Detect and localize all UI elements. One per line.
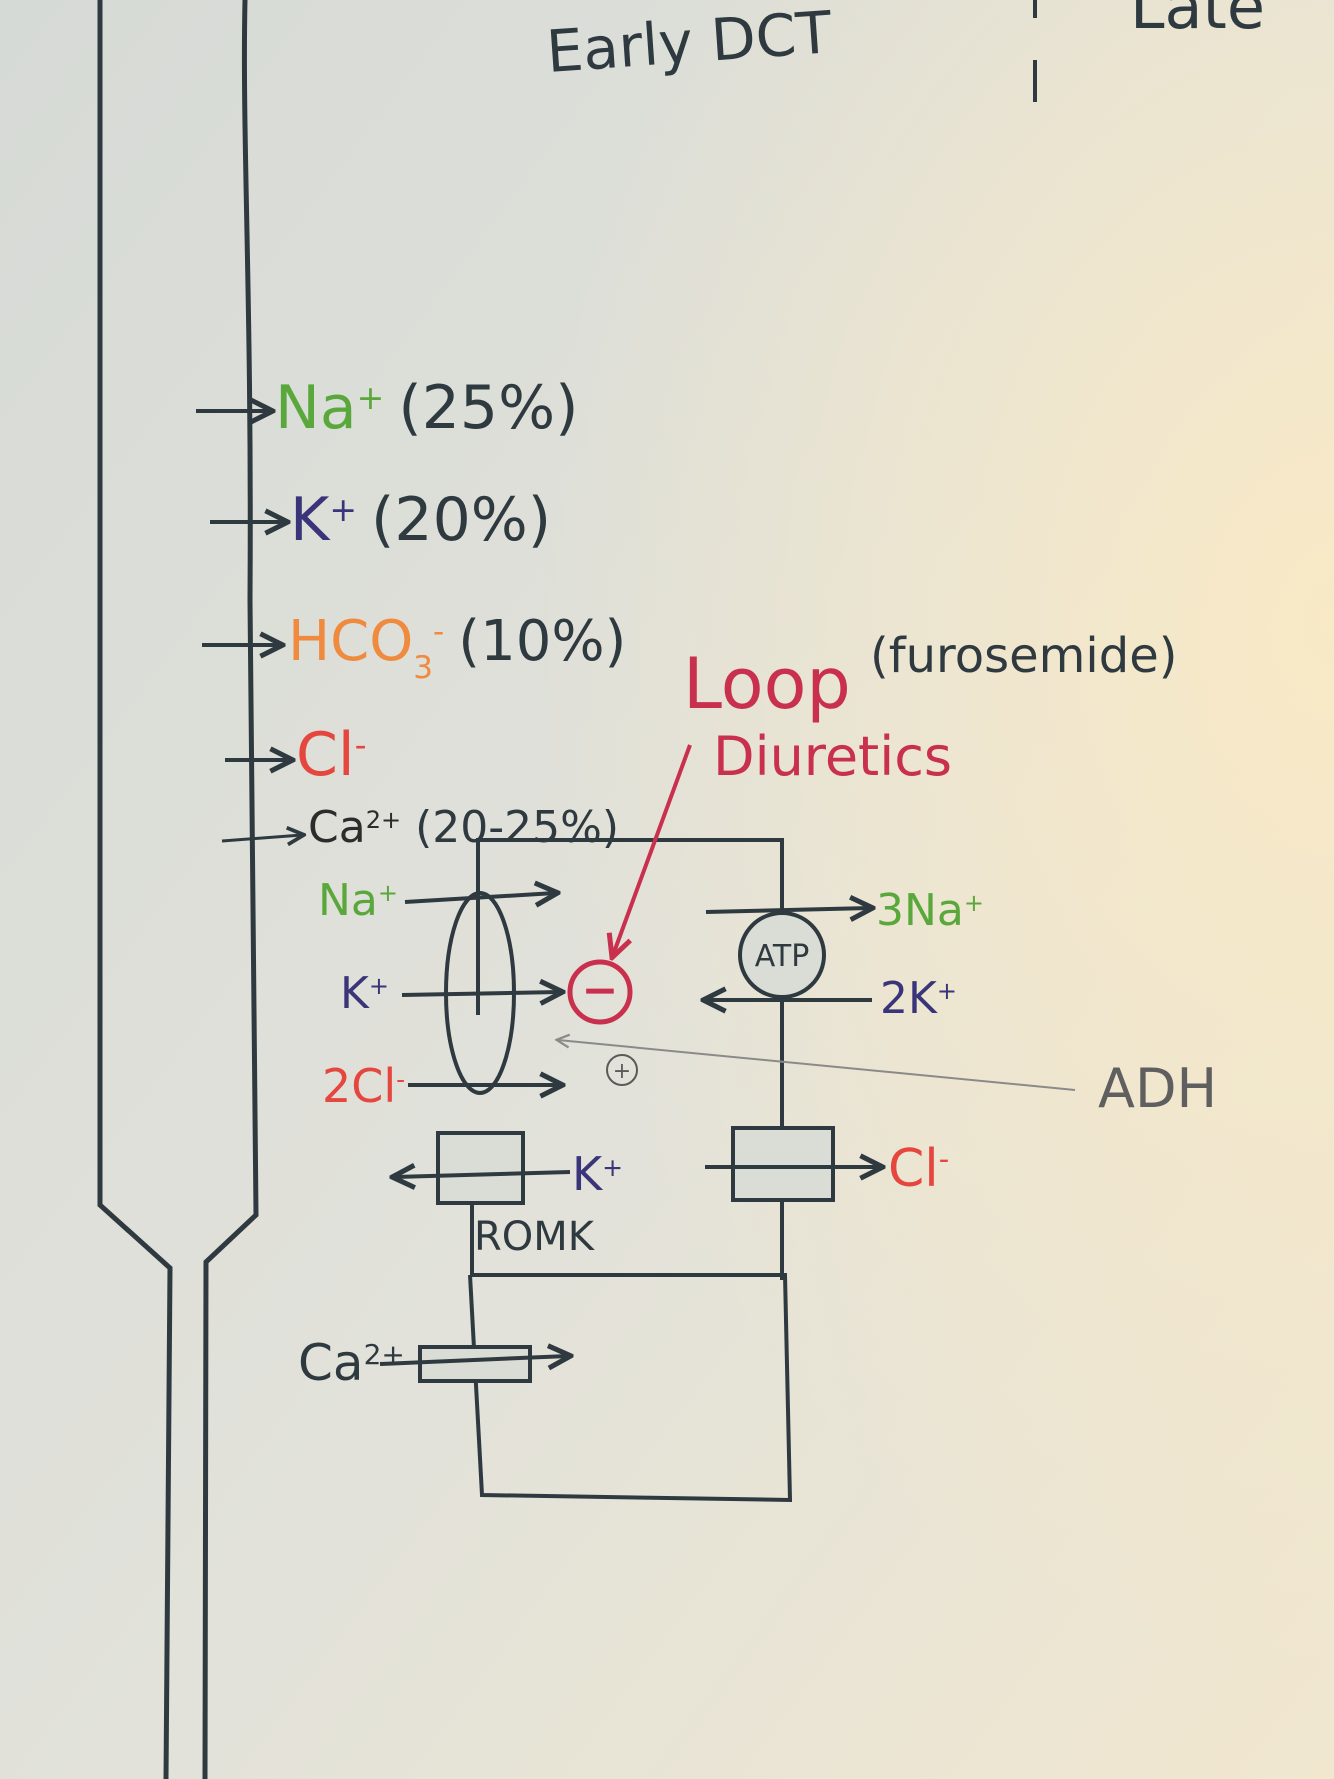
ca-channel-ion-label-part: 2+ xyxy=(364,1338,405,1371)
pump-na-label-part: 3Na xyxy=(876,885,964,936)
drug-name-loop-part: Loop xyxy=(683,643,851,725)
arrow-loop-diuretic-inhibit xyxy=(613,744,692,955)
nkcc-cl-label-part: - xyxy=(396,1065,405,1094)
pump-k-label-part: + xyxy=(937,977,957,1005)
filtrate-label-4-part: (20-25%) xyxy=(415,802,619,853)
ca-channel-ion-label: Ca2+ xyxy=(298,1334,405,1392)
nkcc-na-label-part: Na xyxy=(318,875,378,926)
filtrate-label-1: K+ (20%) xyxy=(290,485,551,555)
arrow-ca-reabsorption xyxy=(221,835,302,841)
ca-channel-ion-label-part: Ca xyxy=(298,1334,364,1392)
filtrate-label-0-part: (25%) xyxy=(398,373,578,443)
filtrate-label-3-part: - xyxy=(355,725,367,764)
drug-name-diuretics-part: Diuretics xyxy=(713,725,952,788)
cl-channel-ion-label: Cl- xyxy=(888,1139,949,1199)
filtrate-label-1-part: + xyxy=(329,490,357,529)
filtrate-reabsorption-list xyxy=(196,411,302,841)
filtrate-label-0-part: + xyxy=(357,378,385,417)
pump-k-label: 2K+ xyxy=(880,973,957,1024)
pump-na-label-part: + xyxy=(964,889,984,917)
drug-example: (furosemide) xyxy=(870,628,1177,684)
atp-label: ATP xyxy=(755,939,810,974)
filtrate-label-2-part: (10%) xyxy=(458,609,626,674)
nkcc-na-label: Na+ xyxy=(318,875,398,926)
romk-channel xyxy=(436,1131,525,1205)
filtrate-label-3-part: Cl xyxy=(296,720,355,790)
ca-channel xyxy=(418,1345,532,1383)
inhibition-site xyxy=(567,959,633,1025)
filtrate-label-1-part: K xyxy=(290,485,331,555)
drug-example-part: (furosemide) xyxy=(870,628,1177,684)
arrow-adh-stimulate xyxy=(558,1040,1076,1091)
header-late: Late xyxy=(1130,0,1265,43)
adh-stimulate-site xyxy=(606,1054,638,1086)
romk-k-label: K+ xyxy=(572,1147,623,1201)
tubule-inner-wall xyxy=(202,0,259,1779)
filtrate-label-4-part: 2+ xyxy=(366,806,401,834)
filtrate-label-2: HCO3-(10%) xyxy=(288,609,626,686)
filtrate-label-3: Cl- xyxy=(296,720,367,790)
arrow-romk-k-secretion xyxy=(395,1172,571,1177)
arrow-ca-channel xyxy=(379,1356,568,1364)
pump-na-label: 3Na+ xyxy=(876,885,984,936)
drug-name-loop: Loop xyxy=(683,643,851,725)
romk-label: ROMK xyxy=(474,1214,596,1260)
drug-name-diuretics: Diuretics xyxy=(713,725,952,788)
cl-channel xyxy=(731,1126,835,1202)
nkcc-k-label-part: + xyxy=(369,972,389,1000)
nkcc-cl-label-part: 2Cl xyxy=(322,1059,396,1113)
romk-label-part: ROMK xyxy=(474,1214,596,1260)
filtrate-label-2-part: - xyxy=(433,614,444,650)
label-layer: Na+(25%)K+(20%)HCO3-(10%)Cl-Ca2+(20-25%)… xyxy=(275,373,1177,1392)
inhibition-symbol: − xyxy=(582,965,619,1016)
arrow-nkcc-k xyxy=(401,992,560,995)
nkcc-cl-label: 2Cl- xyxy=(322,1059,405,1113)
romk-k-label-part: K xyxy=(572,1147,604,1201)
filtrate-label-1-part: (20%) xyxy=(371,485,551,555)
na-k-atpase-pump xyxy=(738,911,826,999)
nkcc-k-label-part: K xyxy=(340,968,370,1019)
filtrate-label-2-part: HCO xyxy=(288,609,413,674)
filtrate-label-2-part: 3 xyxy=(413,650,433,686)
cell-lower-outline xyxy=(468,1273,793,1503)
cell-upper-outline xyxy=(476,838,784,1280)
filtrate-label-4-part: Ca xyxy=(308,802,366,853)
adh-label: ADH xyxy=(1098,1057,1217,1120)
cl-channel-ion-label-part: Cl xyxy=(888,1139,939,1199)
filtrate-label-0-part: Na xyxy=(275,373,357,443)
filtrate-label-4: Ca2+ (20-25%) xyxy=(308,802,619,853)
adh-stimulate-symbol: + xyxy=(613,1059,631,1084)
nkcc-k-label: K+ xyxy=(340,968,389,1019)
nkcc-na-label-part: + xyxy=(378,879,398,907)
filtrate-label-0: Na+ (25%) xyxy=(275,373,579,443)
arrow-pump-na-out xyxy=(705,908,870,912)
cl-channel-ion-label-part: - xyxy=(939,1142,949,1176)
arrow-nkcc-na xyxy=(404,893,555,902)
pump-k-label-part: 2K xyxy=(880,973,938,1024)
tubule-outer-wall xyxy=(97,0,173,1779)
romk-k-label-part: + xyxy=(602,1153,623,1182)
